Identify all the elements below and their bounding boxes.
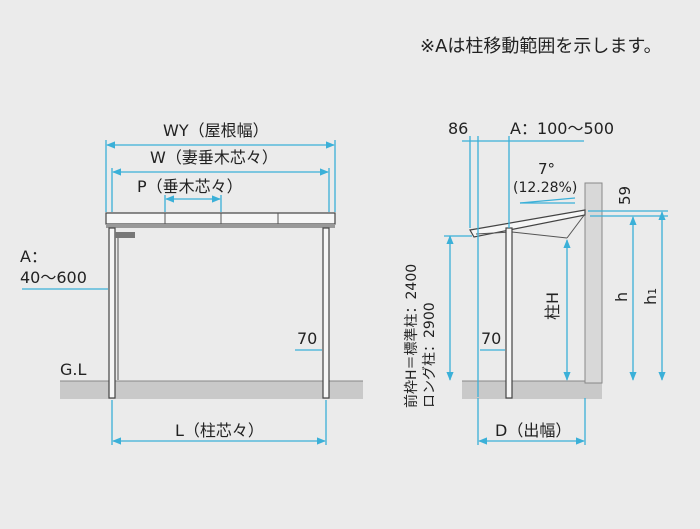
w-label: W（妻垂木芯々） [150, 148, 278, 167]
side-front-post [505, 227, 513, 399]
p-label: P（垂木芯々） [137, 177, 243, 196]
wy-label: WY（屋根幅） [163, 121, 269, 140]
h-label: h [612, 292, 631, 302]
front-view: WY（屋根幅） W（妻垂木芯々） P（垂木芯々） A： 40〜600 G.L 7… [20, 121, 363, 445]
front-70-label: 70 [297, 329, 317, 348]
front-right-post [322, 227, 330, 399]
front-ground [60, 381, 363, 399]
side-70-label: 70 [481, 329, 501, 348]
wall [584, 182, 603, 384]
h1-label: h1 [641, 288, 660, 305]
side-a-range-label: A：100〜500 [510, 119, 614, 138]
d-label: D（出幅） [495, 421, 571, 440]
side-ground [462, 381, 602, 399]
angle-label: 7° [538, 160, 555, 178]
front-roof-gutter [106, 224, 335, 228]
offset-86-label: 86 [448, 119, 468, 138]
l-label: L（柱芯々） [175, 421, 264, 440]
pillar-h-label: 柱H [543, 292, 562, 320]
long-post-label: ロング柱：2900 [422, 302, 438, 408]
slope-label: (12.28%) [513, 180, 577, 196]
a-range-label: 40〜600 [20, 268, 87, 287]
side-view: 86 A：100〜500 7° (12.28%) 59 柱H h h1 前枠H＝… [403, 119, 668, 445]
gl-label: G.L [60, 360, 86, 379]
side-roof [469, 209, 586, 238]
range-note: ※Aは柱移動範囲を示します。 [420, 36, 662, 57]
front-bracket [115, 232, 135, 238]
front-left-post [108, 227, 116, 399]
front-frame-label: 前枠H＝標準柱：2400 [403, 264, 420, 408]
a-label: A： [20, 247, 47, 266]
gap-59-label: 59 [616, 186, 634, 205]
